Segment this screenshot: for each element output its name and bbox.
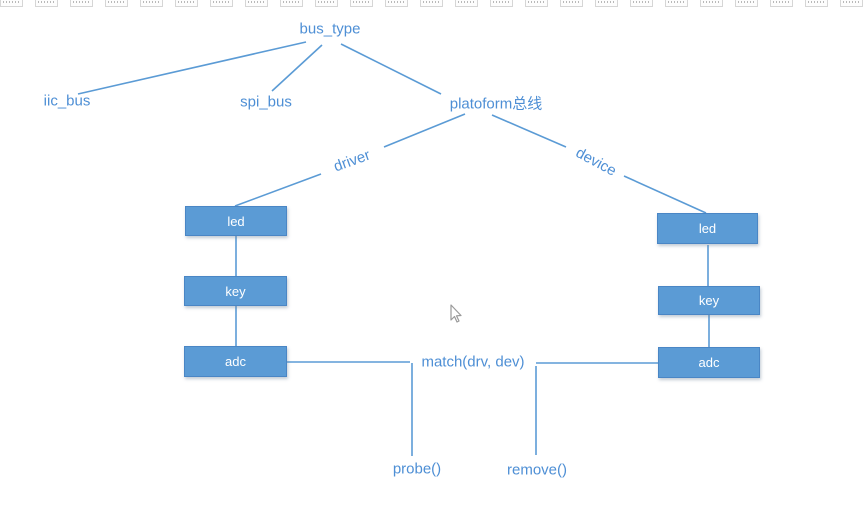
- strip-cell: [735, 0, 758, 7]
- strip-cell: [280, 0, 303, 7]
- strip-cell: [490, 0, 513, 7]
- edge-driver-upper: [383, 113, 466, 148]
- label-probe[interactable]: probe(): [392, 460, 442, 478]
- driver-adc-box[interactable]: adc: [184, 346, 287, 377]
- strip-cell: [700, 0, 723, 7]
- top-strip: [0, 0, 865, 8]
- strip-cell: [175, 0, 198, 7]
- edge-device-upper: [491, 114, 567, 148]
- strip-cell: [595, 0, 618, 7]
- device-adc-box[interactable]: adc: [658, 347, 760, 378]
- driver-key-box[interactable]: key: [184, 276, 287, 306]
- strip-cell: [840, 0, 863, 7]
- strip-cell: [70, 0, 93, 7]
- strip-cell: [630, 0, 653, 7]
- label-iic-bus[interactable]: iic_bus: [43, 92, 91, 110]
- device-led-box[interactable]: led: [657, 213, 758, 244]
- strip-cell: [525, 0, 548, 7]
- strip-cell: [385, 0, 408, 7]
- driver-led-box[interactable]: led: [185, 206, 287, 236]
- label-spi-bus[interactable]: spi_bus: [240, 93, 292, 111]
- strip-cell: [0, 0, 23, 7]
- edge-bus-to-iic: [77, 41, 307, 95]
- edge-bus-to-spi: [271, 44, 323, 92]
- strip-cell: [140, 0, 163, 7]
- strip-cell: [350, 0, 373, 7]
- strip-cell: [455, 0, 478, 7]
- edge-device-lower: [623, 175, 707, 214]
- strip-cell: [805, 0, 828, 7]
- strip-cell: [210, 0, 233, 7]
- strip-cell: [770, 0, 793, 7]
- strip-cell: [35, 0, 58, 7]
- strip-cell: [245, 0, 268, 7]
- device-key-box[interactable]: key: [658, 286, 760, 315]
- label-match[interactable]: match(drv, dev): [421, 353, 525, 371]
- edge-bus-to-platform: [340, 43, 442, 95]
- cursor-arrow-icon: [450, 304, 462, 323]
- strip-cell: [665, 0, 688, 7]
- strip-cell: [560, 0, 583, 7]
- strip-cell: [315, 0, 338, 7]
- strip-cell: [105, 0, 128, 7]
- label-remove[interactable]: remove(): [506, 461, 568, 479]
- label-platform-bus[interactable]: platoform总线: [449, 95, 543, 113]
- label-bus-type[interactable]: bus_type: [299, 20, 361, 38]
- edge-driver-lower: [234, 173, 322, 207]
- strip-cell: [420, 0, 443, 7]
